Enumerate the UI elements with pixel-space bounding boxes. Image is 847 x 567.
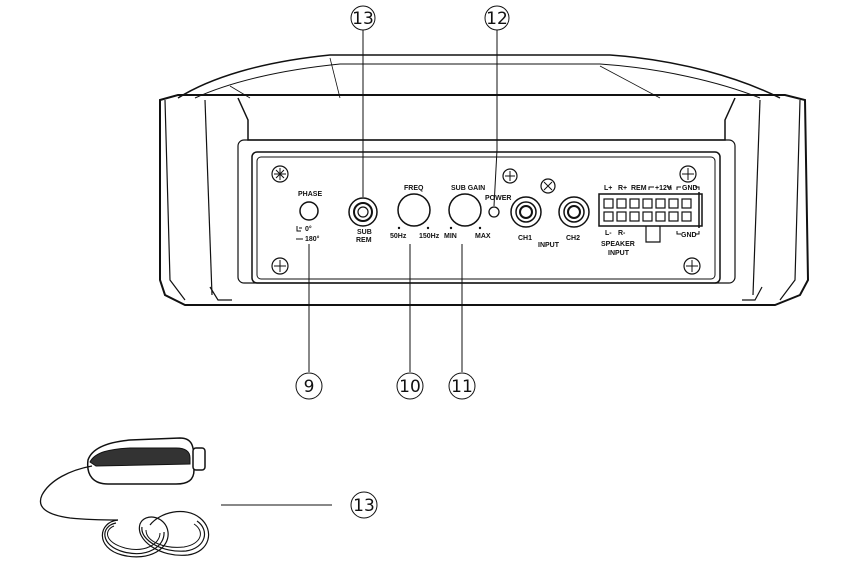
svg-text:10: 10 bbox=[399, 377, 421, 397]
sub-rem-jack[interactable] bbox=[348, 197, 378, 227]
corner-screw-icon bbox=[271, 257, 289, 275]
conn-rminus-label: R- bbox=[618, 230, 626, 237]
phase-label: PHASE bbox=[298, 191, 322, 198]
corner-screw-icon bbox=[271, 165, 289, 183]
sub-gain-knob[interactable] bbox=[448, 193, 482, 230]
conn-gnd-bottom-label: GND bbox=[681, 232, 697, 239]
speaker-label: SPEAKER bbox=[601, 241, 635, 248]
freq-label: FREQ bbox=[404, 185, 424, 192]
callout-10: 10 bbox=[396, 372, 424, 400]
sub-label: SUB bbox=[357, 229, 372, 236]
conn-lplus-label: L+ bbox=[604, 185, 612, 192]
gain-min-label: MIN bbox=[444, 233, 457, 240]
rca-input-ch1[interactable] bbox=[510, 196, 542, 228]
svg-text:12: 12 bbox=[486, 9, 508, 29]
gain-max-label: MAX bbox=[475, 233, 491, 240]
rca-input-ch2[interactable] bbox=[558, 196, 590, 228]
amplifier-housing bbox=[159, 54, 810, 306]
speaker-input-label: INPUT bbox=[608, 250, 630, 257]
ch2-label: CH2 bbox=[566, 235, 580, 242]
freq-min-label: 50Hz bbox=[390, 233, 407, 240]
phase-switch[interactable] bbox=[299, 201, 319, 221]
ch1-label: CH1 bbox=[518, 235, 532, 242]
input-label: INPUT bbox=[538, 242, 560, 249]
callout-12: 12 bbox=[484, 5, 510, 31]
svg-text:9: 9 bbox=[304, 377, 315, 397]
remote-bass-control bbox=[39, 437, 210, 558]
svg-text:13: 13 bbox=[352, 9, 374, 29]
callout-leaders bbox=[221, 30, 498, 506]
freq-max-label: 150Hz bbox=[419, 233, 440, 240]
conn-gnd-top-label: GND bbox=[682, 185, 698, 192]
callout-9: 9 bbox=[295, 372, 323, 400]
sub-gain-label: SUB GAIN bbox=[451, 185, 485, 192]
svg-text:11: 11 bbox=[451, 377, 473, 397]
phase-0-label: 0° bbox=[305, 225, 312, 233]
bracket-icon bbox=[676, 231, 700, 235]
power-led-icon bbox=[488, 206, 500, 218]
corner-screw-icon bbox=[683, 257, 701, 275]
speaker-input-connector[interactable] bbox=[598, 192, 703, 243]
conn-lminus-label: L- bbox=[605, 230, 612, 237]
conn-12v-label: +12V bbox=[655, 185, 672, 192]
conn-rem-label: REM bbox=[631, 185, 647, 192]
rem-label: REM bbox=[356, 237, 372, 244]
phase-180-label: 180° bbox=[305, 235, 320, 243]
svg-text:13: 13 bbox=[353, 496, 375, 516]
bracket-icon bbox=[648, 186, 672, 190]
corner-screw-icon bbox=[502, 168, 518, 184]
corner-screw-icon bbox=[679, 165, 697, 183]
callout-11: 11 bbox=[448, 372, 476, 400]
phase-symbol-icon bbox=[296, 226, 303, 240]
callout-13-top: 13 bbox=[350, 5, 376, 31]
power-label: POWER bbox=[485, 195, 511, 202]
corner-screw-icon bbox=[540, 178, 556, 194]
conn-rplus-label: R+ bbox=[618, 185, 627, 192]
bracket-icon bbox=[676, 186, 700, 190]
callout-13-remote: 13 bbox=[350, 491, 378, 519]
freq-knob[interactable] bbox=[397, 193, 431, 230]
